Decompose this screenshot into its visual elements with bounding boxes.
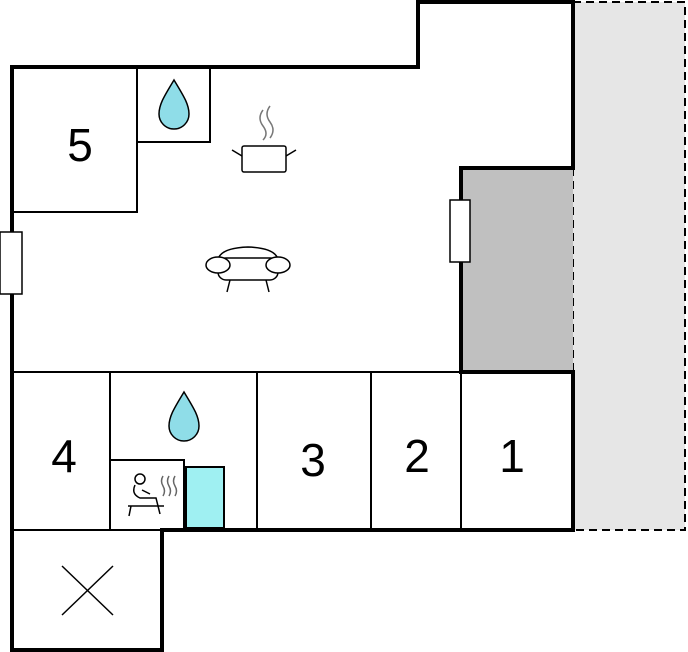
terrace-area — [573, 2, 685, 530]
left-window — [0, 231, 23, 295]
room-4-label: 4 — [51, 430, 77, 482]
water-drop-icon — [168, 390, 200, 442]
bathroom-top-wall — [137, 67, 211, 143]
room-2-label: 2 — [404, 430, 430, 482]
terrace-dashed-border — [573, 1, 686, 531]
sofa-icon — [205, 246, 291, 293]
cross-icon — [61, 565, 114, 616]
storage-area — [461, 168, 573, 372]
water-drop-icon — [158, 78, 190, 130]
cooking-pot-icon — [231, 105, 297, 173]
sauna-icon — [128, 473, 178, 517]
room-5-label: 5 — [67, 119, 93, 171]
storage-door — [449, 199, 471, 263]
room-1-label: 1 — [499, 430, 525, 482]
shower-icon — [185, 466, 225, 529]
sauna-wall — [110, 459, 185, 530]
room-5-wall — [12, 67, 138, 213]
room-3-label: 3 — [300, 434, 326, 486]
